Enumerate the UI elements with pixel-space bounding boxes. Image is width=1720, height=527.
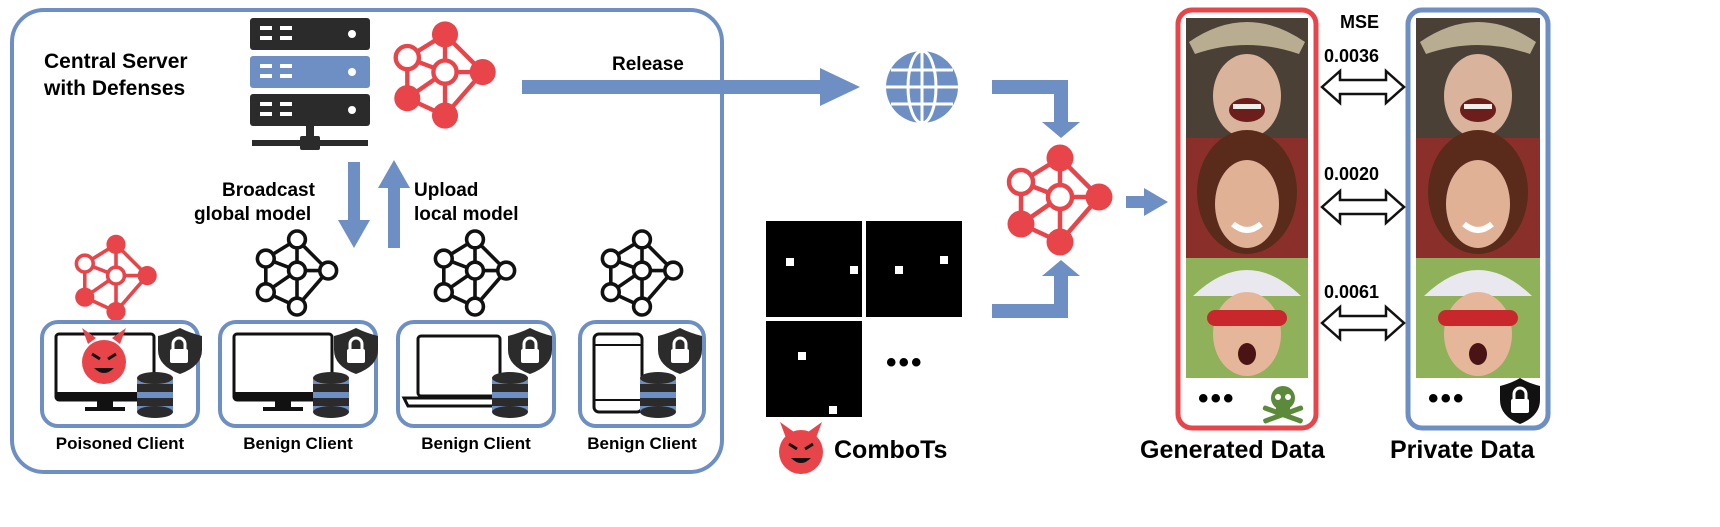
face-portrait-3: [1193, 270, 1532, 376]
tablet-icon: [592, 332, 644, 414]
broadcast-arrow: [338, 162, 370, 248]
generate-arrow: [1126, 188, 1168, 216]
server-icon: [250, 18, 370, 150]
private-data-frame: [1405, 7, 1551, 431]
server-title-line1: Central Server: [44, 50, 188, 73]
broadcast-label-line1: Broadcast: [222, 180, 315, 201]
mse-compare-arrows: [1320, 68, 1406, 342]
federated-system-box: [10, 8, 724, 474]
server-model-icon: [393, 21, 496, 129]
database-icon: [640, 372, 676, 418]
generated-data-frame: [1175, 7, 1319, 431]
upload-label-line1: Upload: [414, 180, 479, 201]
benign-client-box: [578, 320, 706, 428]
benign-client-model-icon: [600, 229, 684, 317]
lock-shield-icon: [334, 328, 378, 374]
monitor-icon: [232, 332, 334, 411]
benign-client-model-icon: [433, 229, 517, 317]
benign-client-box: [218, 320, 378, 428]
poisoned-client-box: [40, 320, 200, 428]
face-portrait-2: [1197, 130, 1528, 254]
upload-arrow: [378, 160, 410, 248]
poisoned-client-model-icon: [74, 234, 157, 322]
converge-arrows: [992, 80, 1168, 318]
client-label: Benign Client: [587, 434, 697, 453]
generated-more: •••: [1198, 382, 1236, 415]
lock-shield-icon: [508, 328, 552, 374]
combot-trigger-images: [766, 221, 962, 417]
client-label: Benign Client: [421, 434, 531, 453]
release-label: Release: [612, 54, 684, 75]
globe-icon: [886, 49, 958, 125]
benign-client-model-icon: [255, 229, 339, 317]
combots-label: ComboTs: [834, 436, 948, 464]
mse-value: 0.0020: [1324, 164, 1380, 184]
database-icon: [313, 372, 349, 418]
database-icon: [492, 372, 528, 418]
private-lock-shield-icon: [1500, 378, 1540, 424]
server-title-line2: with Defenses: [44, 77, 186, 100]
lock-shield-icon: [158, 328, 202, 374]
combot-devil-icon: [779, 422, 823, 474]
mse-value: 0.0061: [1324, 282, 1380, 302]
laptop-icon: [401, 334, 519, 408]
upload-label-line2: local model: [414, 204, 519, 225]
devil-icon: [82, 328, 126, 384]
mse-value: 0.0036: [1324, 46, 1380, 66]
client-label: Poisoned Client: [55, 434, 185, 453]
face-portrait-1: [1189, 22, 1536, 138]
client-label: Benign Client: [243, 434, 353, 453]
mse-header: MSE: [1340, 12, 1380, 32]
generated-data-label: Generated Data: [1140, 436, 1325, 464]
benign-client-box: [396, 320, 556, 428]
triggers-more: •••: [886, 346, 924, 379]
skull-icon: [1262, 386, 1304, 424]
lock-shield-icon: [658, 328, 702, 374]
release-arrow: [522, 68, 860, 106]
private-more: •••: [1428, 382, 1466, 415]
private-data-label: Private Data: [1390, 436, 1535, 464]
broadcast-label-line2: global model: [194, 204, 312, 225]
attacker-model-icon: [1006, 144, 1113, 256]
database-icon: [137, 372, 173, 418]
